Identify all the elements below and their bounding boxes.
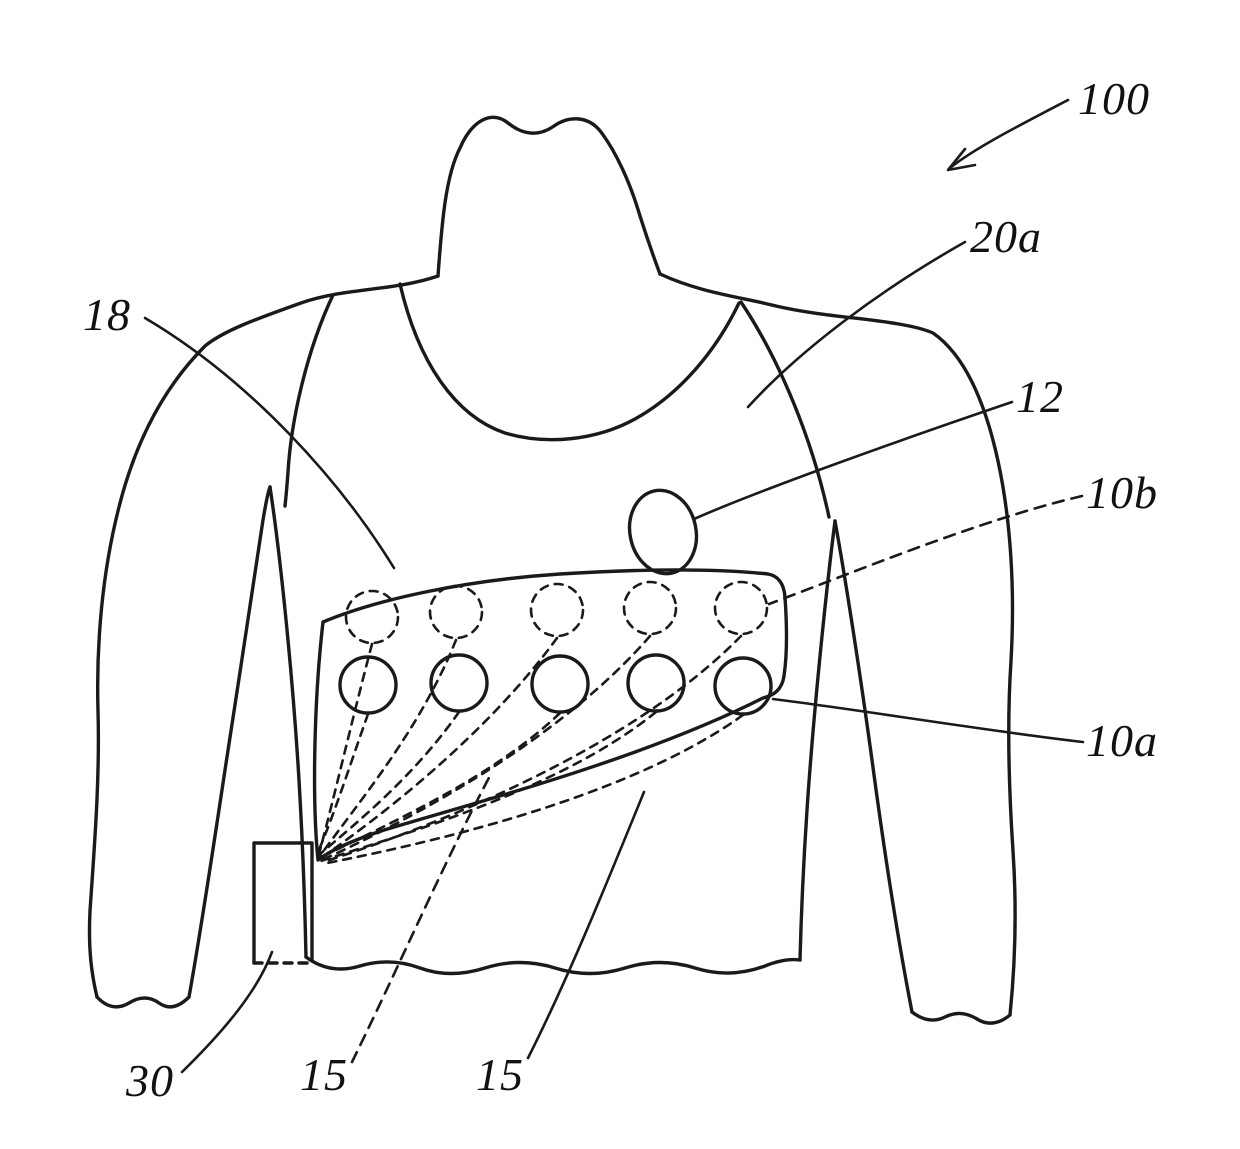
leader-20a (746, 240, 967, 409)
electrode-top-2 (428, 584, 484, 640)
module-box (252, 841, 314, 965)
leader-10a (771, 697, 1085, 744)
drawing-group (87, 98, 1085, 1074)
leader-15-left (350, 770, 494, 1064)
oval-sensor (627, 488, 699, 576)
leader-12 (692, 400, 1014, 521)
right-arm-hem (910, 1010, 1012, 1025)
leader-18 (143, 316, 396, 570)
left-arm-outline (87, 274, 440, 999)
leader-100 (948, 98, 1070, 170)
electrode-top-4 (622, 580, 678, 636)
ref-label-10a: 10a (1086, 715, 1158, 766)
ref-label-100: 100 (1078, 73, 1150, 124)
lead-wire (317, 710, 461, 857)
lead-wires (316, 634, 745, 866)
ref-label-10b: 10b (1086, 467, 1158, 518)
electrode-bottom-4 (626, 653, 686, 713)
lead-wire (320, 634, 652, 862)
electrode-top-3 (529, 582, 585, 638)
right-torso-side (798, 519, 837, 962)
left-armhole-seam (283, 293, 335, 508)
ref-label-30: 30 (125, 1055, 174, 1106)
leader-30 (180, 950, 274, 1074)
ref-label-20a: 20a (970, 211, 1042, 262)
electrode-bottom-5 (713, 656, 773, 716)
lead-wire (320, 713, 745, 866)
electrode-top-5 (713, 580, 769, 636)
neck-outline (436, 115, 662, 278)
ref-label-18: 18 (83, 289, 131, 340)
lead-wire (319, 710, 658, 863)
ref-label-15-right: 15 (476, 1049, 524, 1100)
ref-label-15-left: 15 (300, 1049, 348, 1100)
left-arm-hem (95, 995, 191, 1009)
shirt-hem (304, 955, 802, 976)
lead-wire (318, 711, 562, 860)
electrode-bottom-1 (338, 655, 398, 715)
leader-10b (767, 494, 1084, 606)
lead-wire (318, 638, 458, 858)
right-arm-outline (658, 272, 1017, 1017)
arrowhead-100 (946, 147, 977, 172)
electrode-top-1 (344, 589, 400, 645)
right-inner-arm (833, 519, 914, 1014)
electrode-bottom-2 (429, 653, 489, 713)
ref-label-12: 12 (1016, 371, 1064, 422)
leader-15-right (526, 790, 646, 1060)
lead-wire (316, 712, 370, 854)
lead-wire (319, 636, 559, 860)
left-inner-arm (187, 485, 272, 999)
garment-neckline (398, 282, 741, 442)
left-torso-side (268, 485, 308, 959)
lead-wire (317, 642, 374, 856)
right-armhole-seam (739, 300, 831, 519)
